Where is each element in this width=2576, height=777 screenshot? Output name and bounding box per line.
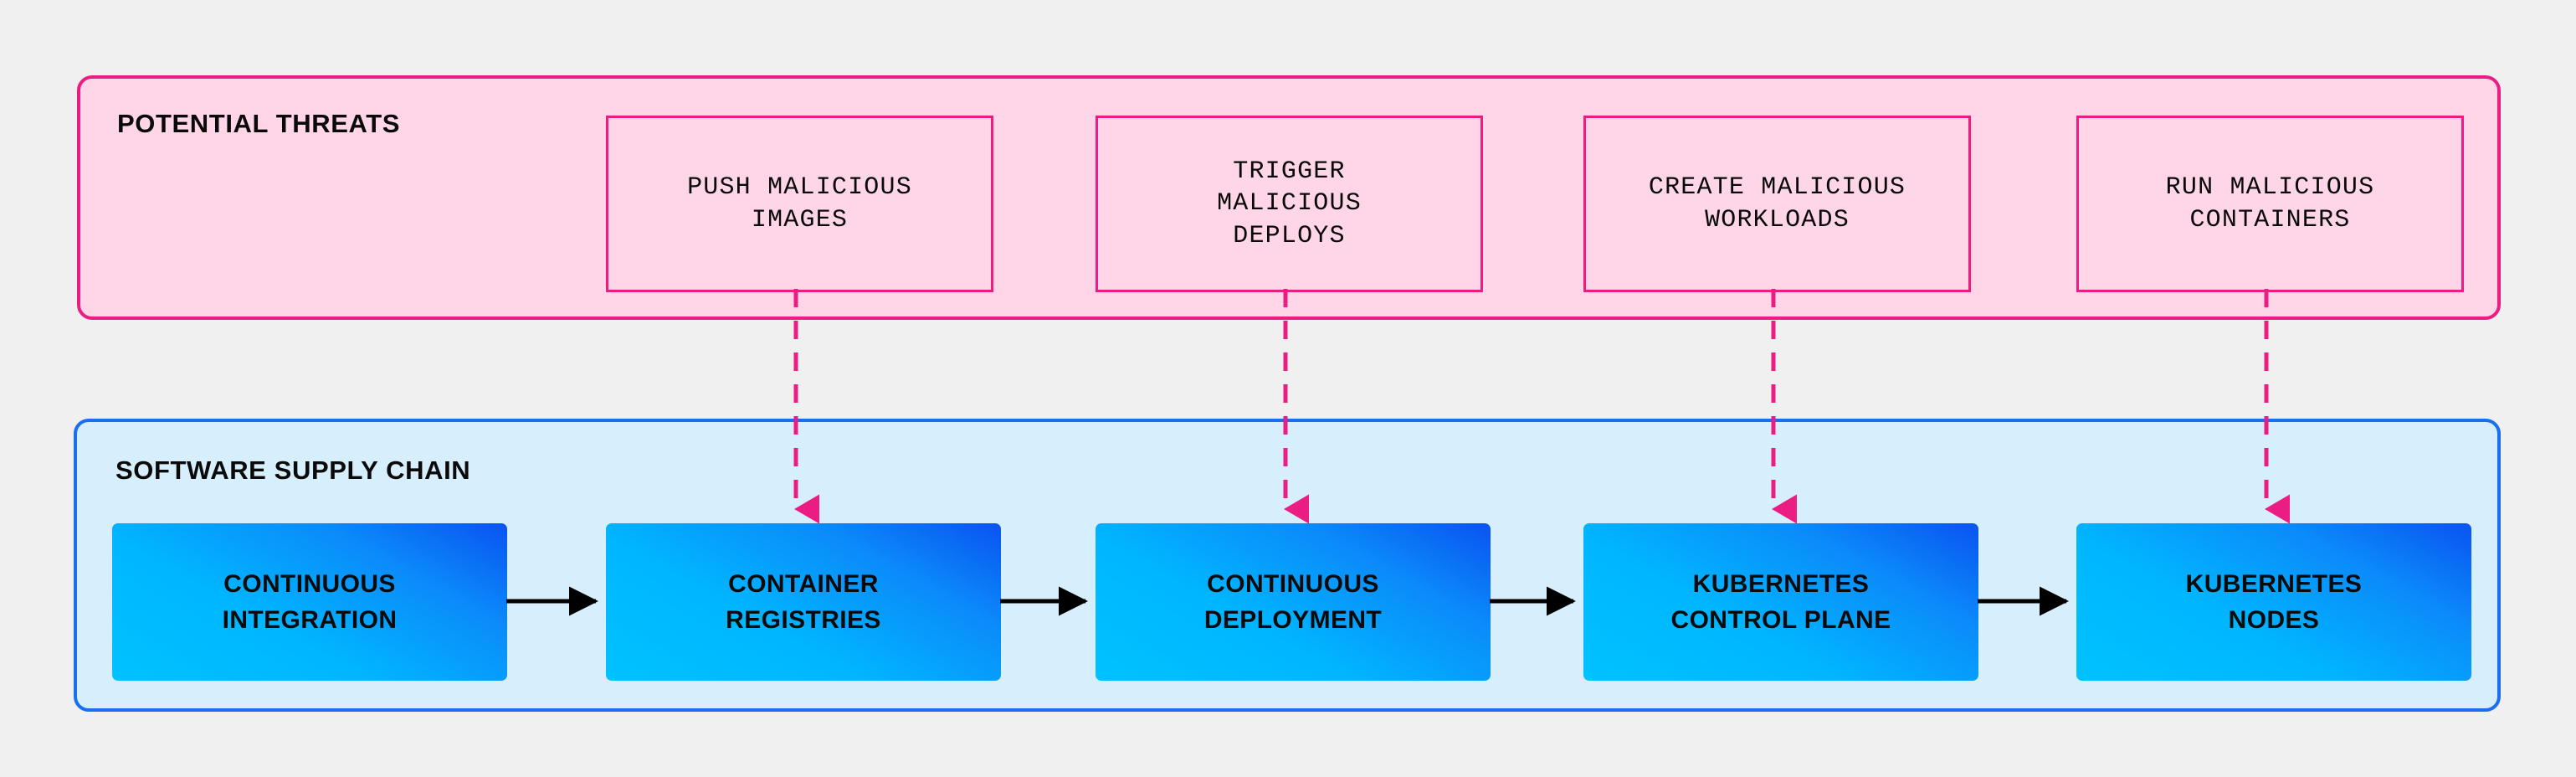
chain-label: KUBERNETES CONTROL PLANE	[1670, 569, 1891, 635]
chain-label: CONTINUOUS DEPLOYMENT	[1203, 569, 1383, 635]
chain-box-kubernetes-control-plane[interactable]: KUBERNETES CONTROL PLANE	[1583, 523, 1978, 681]
threat-label: RUN MALICIOUS CONTAINERS	[2165, 173, 2375, 234]
chain-label: CONTAINER REGISTRIES	[726, 569, 881, 635]
chain-box-container-registries[interactable]: CONTAINER REGISTRIES	[606, 523, 1001, 681]
threat-label: TRIGGER MALICIOUS DEPLOYS	[1217, 157, 1362, 250]
threat-box-trigger-malicious-deploys[interactable]: TRIGGER MALICIOUS DEPLOYS	[1096, 116, 1483, 292]
threat-box-create-malicious-workloads[interactable]: CREATE MALICIOUS WORKLOADS	[1583, 116, 1971, 292]
threat-box-run-malicious-containers[interactable]: RUN MALICIOUS CONTAINERS	[2076, 116, 2464, 292]
chain-box-continuous-deployment[interactable]: CONTINUOUS DEPLOYMENT	[1096, 523, 1491, 681]
threat-box-push-malicious-images[interactable]: PUSH MALICIOUS IMAGES	[606, 116, 993, 292]
software-supply-chain-title: SOFTWARE SUPPLY CHAIN	[115, 455, 471, 485]
software-supply-chain-container: SOFTWARE SUPPLY CHAIN CONTINUOUS INTEGRA…	[74, 419, 2501, 712]
chain-box-continuous-integration[interactable]: CONTINUOUS INTEGRATION	[112, 523, 507, 681]
threat-label: CREATE MALICIOUS WORKLOADS	[1648, 173, 1906, 234]
threat-label: PUSH MALICIOUS IMAGES	[687, 173, 912, 234]
chain-box-kubernetes-nodes[interactable]: KUBERNETES NODES	[2076, 523, 2471, 681]
chain-label: CONTINUOUS INTEGRATION	[222, 569, 398, 635]
potential-threats-title: POTENTIAL THREATS	[117, 109, 401, 138]
chain-label: KUBERNETES NODES	[2185, 569, 2363, 635]
potential-threats-container: POTENTIAL THREATS PUSH MALICIOUS IMAGES …	[77, 75, 2501, 320]
